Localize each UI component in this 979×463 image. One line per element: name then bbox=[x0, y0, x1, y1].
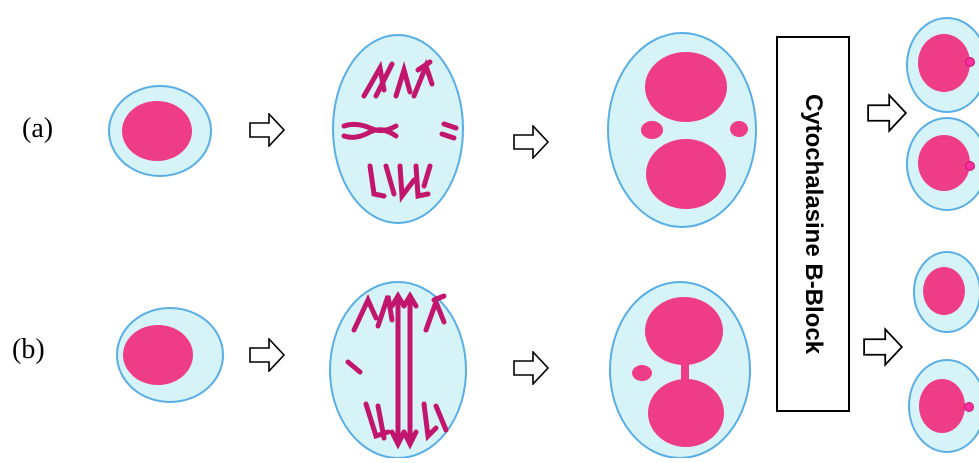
row-a-arrow-2 bbox=[513, 125, 549, 159]
chromosome-lagging bbox=[345, 359, 363, 375]
chromosomes-bottom bbox=[367, 163, 433, 203]
row-b-arrow-3 bbox=[863, 328, 903, 366]
row-b-arrow-2 bbox=[513, 351, 549, 385]
row-b bbox=[116, 251, 979, 459]
nucleoplasmic-bridge bbox=[681, 360, 689, 384]
row-a-binucleate-cell bbox=[607, 32, 757, 228]
daughter-nucleus-top bbox=[645, 297, 723, 365]
row-a-arrow-1 bbox=[249, 113, 285, 147]
row-b-anaphase-bridge-cell bbox=[329, 281, 467, 459]
nucleus bbox=[122, 101, 192, 161]
row-b-arrow-1 bbox=[249, 338, 285, 372]
row-b-interphase-cell bbox=[116, 307, 224, 403]
micronucleus-dot bbox=[965, 57, 975, 67]
row-a-daughter-cell-bottom bbox=[906, 117, 979, 211]
cytochalasin-block-label: Cytochalasine B-Block bbox=[800, 93, 827, 355]
micronucleus bbox=[641, 121, 663, 139]
row-a bbox=[108, 17, 979, 228]
daughter-nucleus-top bbox=[645, 52, 727, 122]
daughter-nucleus-bottom bbox=[648, 379, 724, 447]
row-b-bridge-binucleate-cell bbox=[609, 281, 751, 459]
chromosomes-middle bbox=[341, 121, 459, 141]
chromosomes-top bbox=[361, 58, 435, 99]
micronucleus bbox=[730, 121, 748, 137]
daughter-nucleus-bottom bbox=[646, 139, 726, 209]
micronucleus-dot bbox=[964, 402, 974, 412]
chromosomes-bottom bbox=[363, 401, 449, 442]
row-a-arrow-3 bbox=[867, 94, 907, 132]
micronucleus bbox=[632, 365, 652, 381]
nucleus bbox=[123, 325, 193, 385]
row-a-interphase-cell bbox=[108, 85, 212, 177]
row-b-daughter-cell-top bbox=[913, 251, 979, 333]
row-label-b: (b) bbox=[12, 334, 45, 365]
chromosomes-top bbox=[351, 293, 447, 333]
row-a-anaphase-cell bbox=[332, 34, 464, 224]
cytochalasin-block-box: Cytochalasine B-Block bbox=[776, 36, 850, 412]
micronucleus-dot bbox=[965, 161, 975, 171]
row-a-daughter-cell-top bbox=[906, 17, 979, 113]
chromatin-bridge bbox=[389, 291, 419, 450]
row-b-daughter-cell-bottom bbox=[908, 359, 979, 453]
row-label-a: (a) bbox=[22, 113, 54, 144]
